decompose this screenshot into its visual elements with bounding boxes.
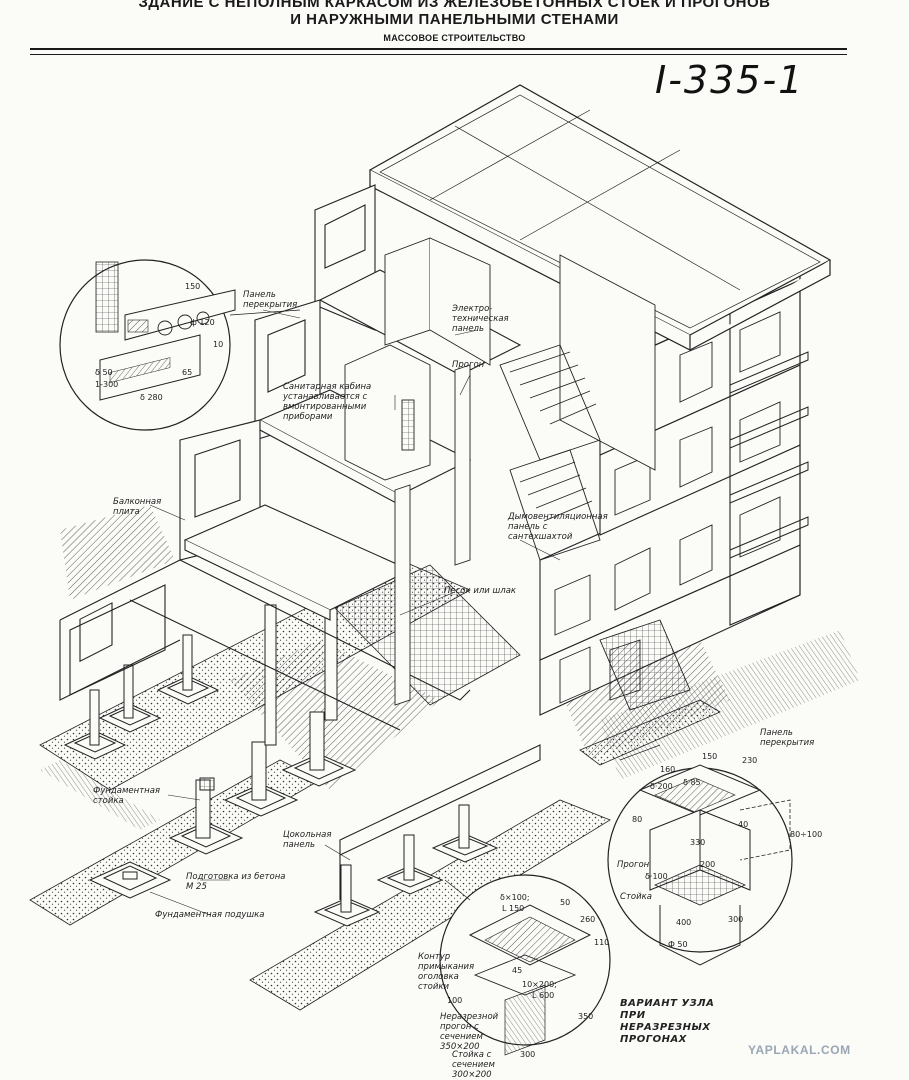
- dim-left-65: 65: [182, 368, 193, 377]
- dim-b-50: 50: [560, 898, 571, 907]
- label-nerazrez-progon: Неразрезной прогон с сечением 350×200: [440, 1012, 499, 1052]
- dim-b-100: 100: [447, 996, 463, 1005]
- title-rule: [30, 48, 847, 55]
- dim-b-110: 110: [594, 938, 610, 947]
- drawing-title-line-2: И НАРУЖНЫМИ ПАНЕЛЬНЫМИ СТЕНАМИ: [290, 11, 619, 28]
- dim-r-400: 400: [676, 918, 692, 927]
- dim-left-b: δ 50: [95, 368, 113, 377]
- label-stoyka-sech: Стойка с сечением 300×200: [452, 1050, 495, 1080]
- dim-b-L600: L 600: [532, 991, 555, 1000]
- dim-b-6100: δ×100;: [500, 893, 530, 902]
- dim-left-120: ф 120: [190, 318, 215, 327]
- dim-b-45: 45: [512, 966, 523, 975]
- dim-b-260: 260: [580, 915, 596, 924]
- dim-r-6100: δ·100: [645, 872, 668, 881]
- label-fund-stoyka: Фундаментная стойка: [93, 786, 161, 806]
- label-kontur: Контур примыкания оголовка стойки: [418, 952, 475, 992]
- dim-b-300: 300: [520, 1050, 536, 1059]
- dim-r-150: 150: [702, 752, 718, 761]
- label-stoyka-right: Стойка: [620, 892, 652, 902]
- detail-circle-right: [607, 744, 793, 966]
- dim-r-80: 80: [632, 815, 643, 824]
- label-cokol-panel: Цокольная панель: [283, 830, 332, 850]
- dim-b-L150: L 150: [502, 904, 525, 913]
- label-variant: ВАРИАНТ УЗЛА ПРИ НЕРАЗРЕЗНЫХ ПРОГОНАХ: [620, 998, 715, 1045]
- label-elektro-panel: Электро-техническая панель: [452, 304, 509, 334]
- dim-r-230: 230: [742, 756, 758, 765]
- dim-r-330: 330: [690, 838, 706, 847]
- label-progon-center: Прогон: [452, 360, 485, 370]
- dim-r-80100: 80÷100: [790, 830, 823, 839]
- series-code: I-335-1: [655, 58, 805, 102]
- label-sand: Песок или шлак: [444, 586, 517, 596]
- label-sanitary-cabin: Санитарная кабина устанавливается с вмон…: [283, 382, 372, 422]
- ground-floor-frame: [59, 559, 541, 900]
- dim-left-150: 150: [185, 282, 201, 291]
- dim-r-40: 40: [738, 820, 749, 829]
- leader-lines: [149, 309, 561, 916]
- detail-circle-bottom: [439, 874, 611, 1056]
- label-panel-right: Панель перекрытия: [760, 728, 815, 748]
- label-balcony-slab: Балконная плита: [113, 497, 162, 517]
- dim-left-c: 1-300: [95, 380, 119, 389]
- dim-left-10: 10: [213, 340, 224, 349]
- label-fund-podushka: Фундаментная подушка: [155, 910, 265, 920]
- dim-r-phi50: Ф 50: [668, 940, 688, 949]
- drawing-subtitle: МАССОВОЕ СТРОИТЕЛЬСТВО: [383, 33, 526, 43]
- drawing-title-line-1: ЗДАНИЕ С НЕПОЛНЫМ КАРКАСОМ ИЗ ЖЕЛЕЗОБЕТО…: [138, 0, 771, 11]
- detail-circle-left: [59, 259, 301, 431]
- dim-r-160: 160: [660, 765, 676, 774]
- interior-elements: [344, 237, 691, 711]
- dim-left-280: δ 280: [140, 393, 163, 402]
- dim-r-300: 300: [728, 915, 744, 924]
- dim-b-10200: 10×200;: [522, 980, 557, 989]
- label-podgotovka: Подготовка из бетона М 25: [186, 872, 286, 892]
- label-vent-panel: Дымовентиляционная панель с сантехшахтой: [508, 512, 608, 542]
- dim-r-6200: δ·200: [650, 782, 673, 791]
- dim-r-685: δ·85: [683, 778, 701, 787]
- dim-b-350: 350: [578, 1012, 594, 1021]
- watermark: YAPLAKAL.COM: [748, 1043, 851, 1057]
- dim-r-200: 200: [700, 860, 716, 869]
- label-panel-top: Панель перекрытия: [243, 290, 298, 310]
- label-progon-right: Прогон: [617, 860, 650, 870]
